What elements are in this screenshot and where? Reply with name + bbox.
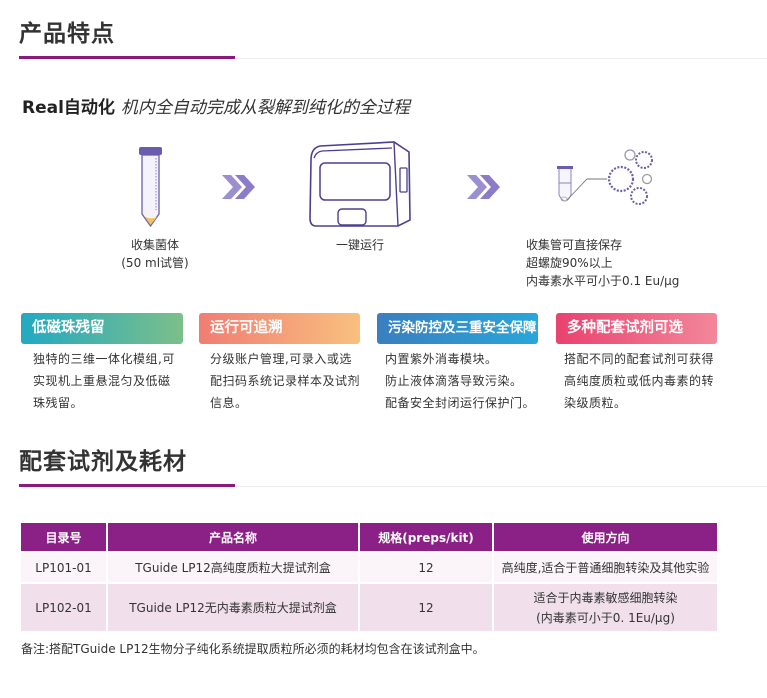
cell-spec: 12 [359,582,494,631]
header-usage: 使用方向 [493,523,717,552]
table-row: LP102-01 TGuide LP12无内毒素质粒大提试剂盒 12 适合于内毒… [21,582,717,631]
double-chevron-right-icon [222,175,256,199]
feature-subtitle: Real自动化机内全自动完成从裂解到纯化的全过程 [22,93,410,118]
cell-usage: 高纯度,适合于普通细胞转染及其他实验 [493,551,717,583]
centrifuge-tube-icon [138,146,164,232]
table-footnote: 备注:搭配TGuide LP12生物分子纯化系统提取质粒所必须的耗材均包含在该试… [21,642,485,656]
header-spec: 规格(preps/kit) [359,523,494,552]
table-row: LP101-01 TGuide LP12高纯度质粒大提试剂盒 12 高纯度,适合… [21,551,717,583]
step-caption-collect: 收集菌体 (50 ml试管) [121,238,189,270]
section-title-features: 产品特点 [19,21,115,47]
cell-spec: 12 [359,551,494,583]
title-underline-grey [235,58,767,59]
section-title-reagents: 配套试剂及耗材 [19,449,187,475]
title-underline-grey [235,486,767,487]
title-underline-accent [19,56,235,59]
feature-desc-low-bead-residue: 独特的三维一体化模组,可 实现机上重悬混匀及低磁 珠残留。 [33,352,175,410]
instrument-icon [306,138,414,228]
feature-tag-multiple-reagents: 多种配套试剂可选 [556,313,717,344]
cell-usage: 适合于内毒素敏感细胞转染 (内毒素可小于0. 1Eu/μg) [493,582,717,631]
feature-desc-contamination-control: 内置紫外消毒模块。 防止液体滴落导致污染。 配备安全封闭运行保护门。 [385,352,536,410]
step-caption-result: 收集管可直接保存 超螺旋90%以上 内毒素水平可小于0.1 Eu/μg [526,238,680,288]
cell-catalog: LP102-01 [21,582,108,631]
subtitle-italic: 机内全自动完成从裂解到纯化的全过程 [120,98,410,118]
feature-tag-traceable: 运行可追溯 [199,313,360,344]
cell-product-name: TGuide LP12高纯度质粒大提试剂盒 [107,551,360,583]
collection-tube-plasmid-icon [555,145,665,210]
feature-desc-multiple-reagents: 搭配不同的配套试剂可获得 高纯度质粒或低内毒素的转 染级质粒。 [564,352,715,410]
title-underline-accent [19,484,235,487]
reagents-table: 目录号 产品名称 规格(preps/kit) 使用方向 LP101-01 TGu… [21,523,717,631]
subtitle-bold: Real自动化 [22,98,115,118]
double-chevron-right-icon [467,175,501,199]
cell-catalog: LP101-01 [21,551,108,583]
table-header-row: 目录号 产品名称 规格(preps/kit) 使用方向 [21,523,717,552]
step-caption-run: 一键运行 [335,238,384,252]
header-product-name: 产品名称 [107,523,360,552]
feature-tag-low-bead-residue: 低磁珠残留 [21,313,183,344]
feature-desc-traceable: 分级账户管理,可录入或选 配扫码系统记录样本及试剂 信息。 [210,352,361,410]
header-catalog: 目录号 [21,523,108,552]
feature-tag-contamination-control: 污染防控及三重安全保障 [377,313,538,344]
cell-product-name: TGuide LP12无内毒素质粒大提试剂盒 [107,582,360,631]
